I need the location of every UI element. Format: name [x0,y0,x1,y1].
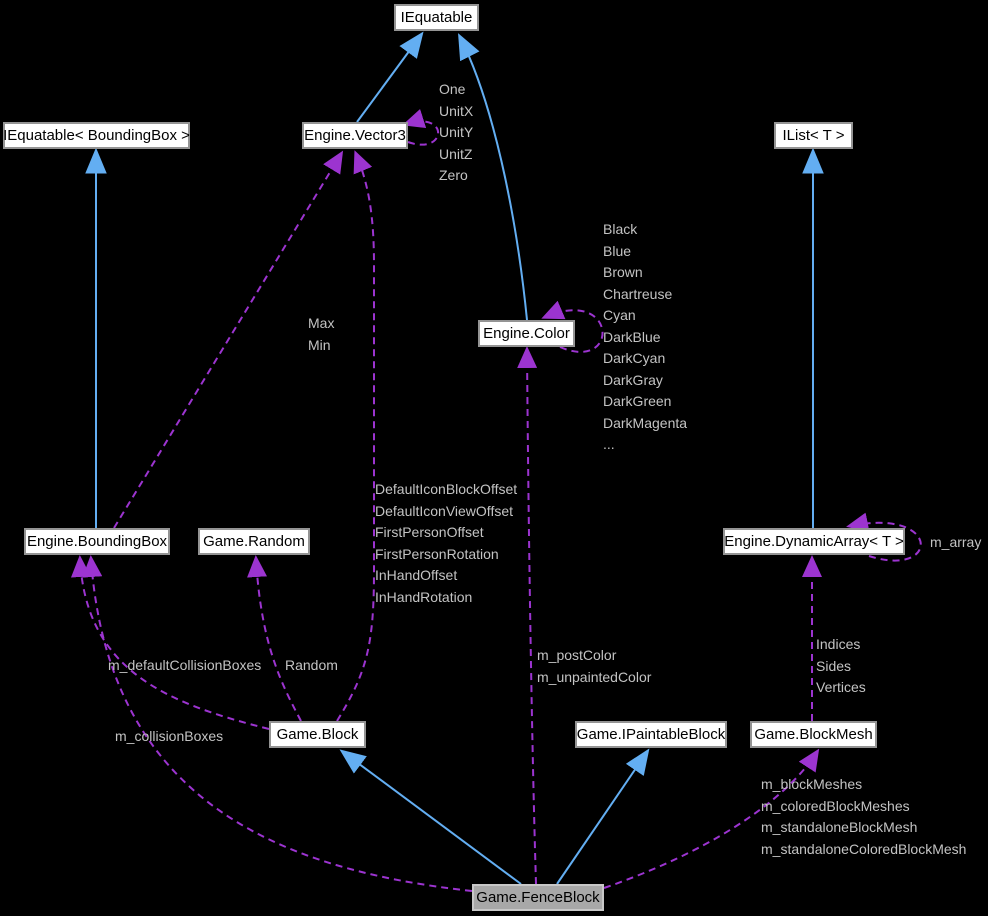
node-game-fenceblock[interactable]: Game.FenceBlock [472,884,604,911]
label-vector3-static-members: One UnitX UnitY UnitZ Zero [439,81,474,183]
node-game-block[interactable]: Game.Block [269,721,366,748]
label-random: Random [285,657,338,673]
label-m-collisionboxes: m_collisionBoxes [115,728,224,744]
node-game-random[interactable]: Game.Random [198,528,310,555]
edge-color-self-loop [541,300,604,353]
edge-block-to-boundingbox [70,555,270,730]
node-engine-boundingbox[interactable]: Engine.BoundingBox [24,528,170,555]
edge-vector3-to-iequatable [356,31,424,123]
edge-dynamicarray-self-loop [846,512,922,562]
edge-fenceblock-to-blockmesh [603,748,820,889]
edge-fenceblock-to-ipaintableblock [556,748,650,885]
node-game-blockmesh[interactable]: Game.BlockMesh [750,721,877,748]
node-engine-vector3[interactable]: Engine.Vector3 [302,122,408,149]
node-iequatable-boundingbox[interactable]: IEquatable< BoundingBox > [3,122,190,149]
edge-fenceblock-to-boundingbox [82,555,473,892]
node-engine-dynamicarray[interactable]: Engine.DynamicArray< T > [723,528,905,555]
edge-boundingbox-to-vector3 [113,150,344,529]
label-blockmesh-dynamicarray-members: Indices Sides Vertices [816,636,866,695]
label-color-static-members: Black Blue Brown Chartreuse Cyan DarkBlu… [603,221,688,452]
node-game-ipaintableblock[interactable]: Game.IPaintableBlock [575,721,727,748]
edge-fenceblock-to-color [517,346,538,885]
node-ilist[interactable]: IList< T > [774,122,853,149]
edge-vector3-self-loop [402,109,440,146]
label-fenceblock-color-members: m_postColor m_unpaintedColor [537,647,652,685]
node-iequatable[interactable]: IEquatable [394,4,479,31]
label-boundingbox-max-min: Max Min [308,315,335,353]
edge-block-to-vector3 [336,150,375,722]
node-engine-color[interactable]: Engine.Color [478,320,575,347]
label-fenceblock-blockmesh-members: m_blockMeshes m_coloredBlockMeshes m_sta… [761,776,967,857]
edge-color-to-iequatable [458,33,528,321]
label-m-defaultcollisionboxes: m_defaultCollisionBoxes [108,657,262,673]
label-block-vector3-members: DefaultIconBlockOffset DefaultIconViewOf… [375,481,518,605]
edge-block-to-random [247,555,302,722]
label-m-array: m_array [930,534,982,550]
edge-fenceblock-to-block [339,749,522,885]
